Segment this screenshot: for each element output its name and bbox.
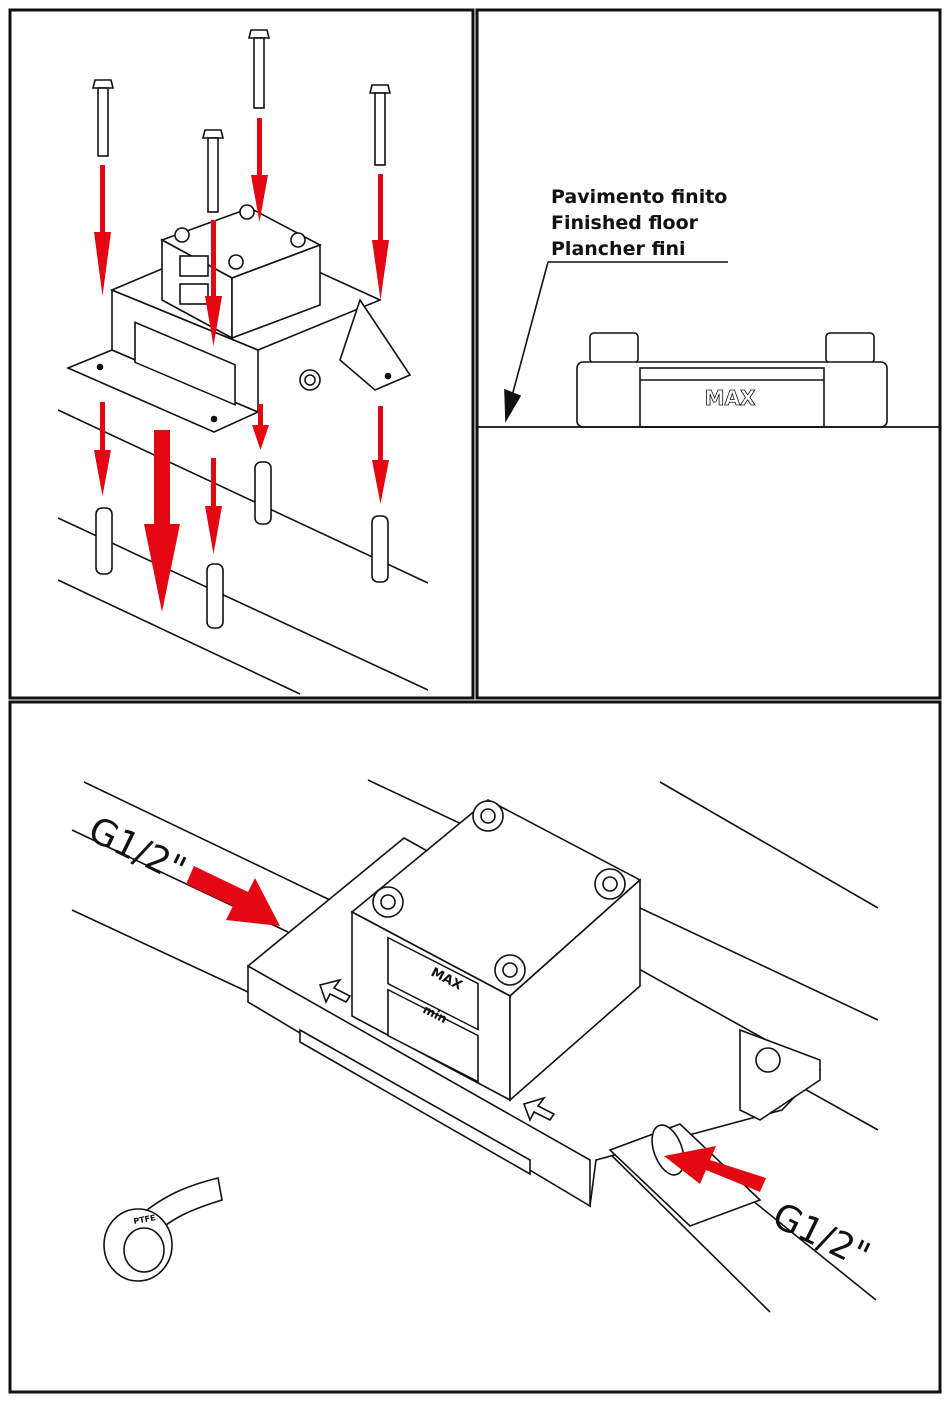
arrow-icon [144, 430, 180, 612]
hex-screw-icon [473, 801, 503, 831]
mount-hole [386, 374, 391, 379]
mount-hole [212, 417, 217, 422]
leader-line [512, 262, 548, 396]
mount-hole [98, 365, 103, 370]
min-window [180, 284, 208, 304]
arrow-icon [94, 165, 111, 296]
arrow-icon [372, 174, 389, 300]
hex-screw-icon [756, 1048, 780, 1072]
hex-screw-icon [291, 233, 305, 247]
hex-screw-icon [240, 205, 254, 219]
device-cap-left [590, 333, 638, 363]
mounting-view [58, 30, 428, 694]
floor-level-view: Pavimento finito Finished floor Plancher… [478, 186, 940, 427]
screw-icon [370, 85, 390, 165]
wall-plug-icon [96, 508, 112, 574]
hex-screw-icon [373, 887, 403, 917]
hex-screw-icon [495, 955, 525, 985]
pipe-fitting [300, 370, 320, 390]
hex-screw-icon [595, 869, 625, 899]
floor-line [72, 910, 248, 992]
screw-icon [93, 80, 113, 156]
arrow-icon [186, 866, 280, 926]
wall-plug-icon [372, 516, 388, 582]
wall-plug-icon [255, 462, 271, 524]
arrow-icon [94, 402, 111, 496]
floor-label-it: Pavimento finito [551, 186, 727, 208]
screw-icon [203, 130, 223, 212]
wall-plug-icon [207, 564, 223, 628]
hex-screw-icon [175, 228, 189, 242]
arrow-icon [205, 458, 222, 554]
leader-arrow-icon [505, 390, 520, 420]
thread-label-inlet: G1/2" [82, 809, 192, 891]
arrow-icon [251, 118, 268, 222]
bracket-foot-right [340, 300, 410, 390]
hex-screw-icon [229, 255, 243, 269]
max-label: MAX [705, 386, 756, 410]
floor-line [660, 782, 878, 908]
panel-frames [10, 10, 940, 1392]
pipe-connection-view [72, 780, 878, 1312]
floor-line [58, 580, 300, 694]
screw-icon [249, 30, 269, 108]
max-window [180, 256, 208, 276]
floor-label-en: Finished floor [551, 212, 699, 234]
thread-label-outlet: G1/2" [766, 1195, 876, 1277]
ptfe-tape-icon [104, 1178, 222, 1281]
floor-label-fr: Plancher fini [551, 238, 686, 260]
bracket-right [740, 1030, 820, 1120]
device-cap-right [826, 333, 874, 363]
arrow-icon [372, 406, 389, 504]
